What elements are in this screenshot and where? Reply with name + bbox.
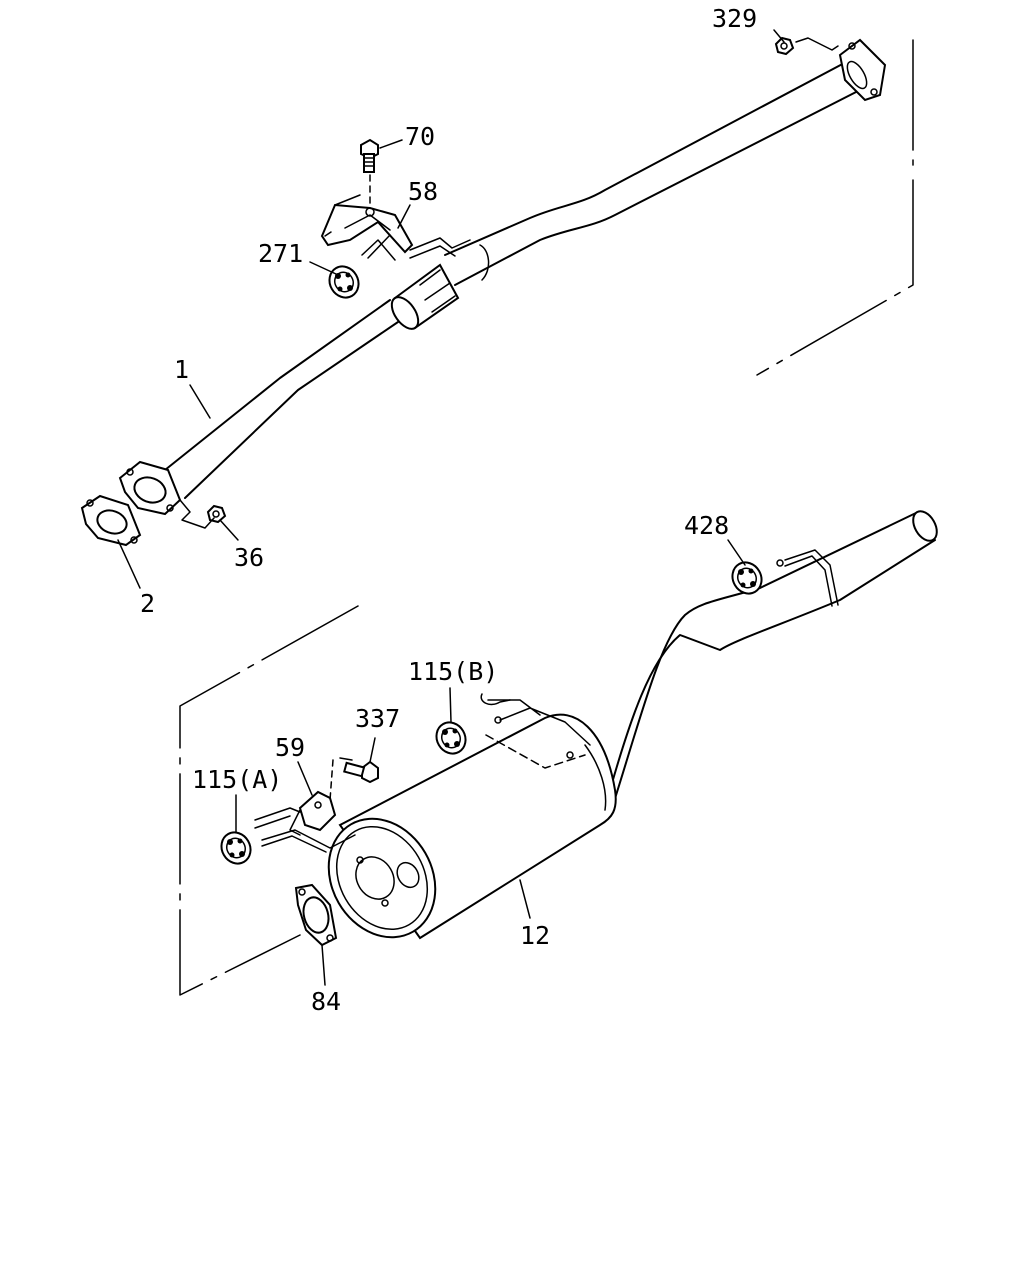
catalytic-converter [390, 263, 460, 330]
bolt-337 [329, 757, 379, 801]
muffler-assembly [179, 510, 938, 996]
callout-428: 428 [684, 511, 729, 540]
front-pipe [184, 321, 399, 499]
callout-84: 84 [311, 987, 341, 1016]
callout-2: 2 [140, 589, 155, 618]
callout-1: 1 [174, 355, 189, 384]
muffler-hanger-front [261, 829, 356, 853]
tailpipe [611, 511, 919, 809]
gasket-front [80, 494, 142, 547]
muffler-body [327, 713, 617, 940]
rubber-mount-271 [328, 265, 360, 299]
callout-337: 337 [355, 704, 400, 733]
front-flange [118, 460, 182, 516]
bracket-58 [320, 194, 414, 261]
callout-58: 58 [408, 177, 438, 206]
callout-59: 59 [275, 733, 305, 762]
pipe-hanger-rod [409, 237, 471, 259]
muffler-hanger-rear [487, 699, 591, 746]
gasket-84 [294, 883, 338, 947]
leader-lines-lower [235, 539, 746, 986]
callout-271: 271 [258, 239, 303, 268]
callout-70: 70 [405, 122, 435, 151]
rubber-mount-115a [220, 831, 252, 865]
callout-329: 329 [712, 4, 757, 33]
bracket-59 [254, 790, 337, 836]
bolt-70 [360, 138, 379, 213]
callout-12: 12 [520, 921, 550, 950]
rubber-mount-115b [435, 721, 467, 755]
rubber-mount-428 [731, 561, 763, 595]
front-pipe-assembly [80, 29, 914, 589]
callout-115a: 115(A) [192, 765, 282, 794]
callout-36: 36 [234, 543, 264, 572]
callout-115b: 115(B) [408, 657, 498, 686]
nut-36 [179, 499, 227, 529]
reference-frame-lower [179, 605, 359, 996]
nut-329 [774, 36, 839, 56]
leader-lines-upper [117, 29, 785, 589]
reference-frame-upper [756, 39, 914, 376]
callout-labels: 329 70 58 271 1 36 2 428 115(B) 337 59 1… [140, 4, 757, 1016]
